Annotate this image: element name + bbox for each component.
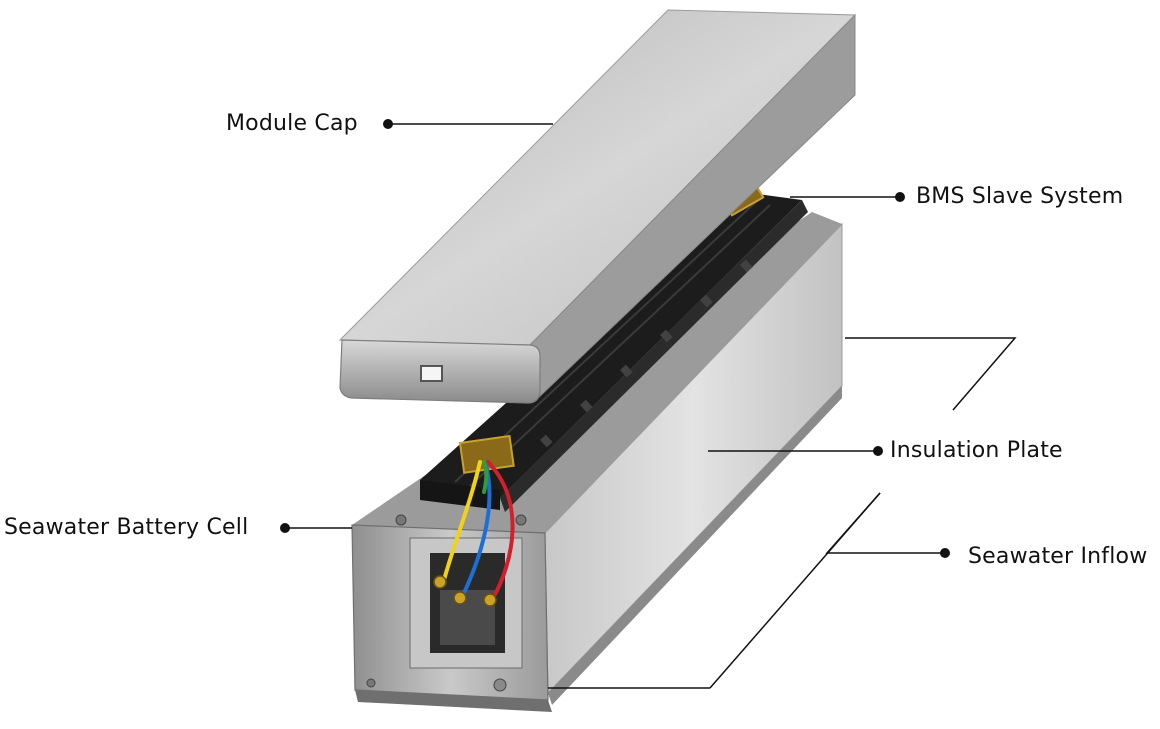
- wire-harness: [442, 460, 515, 602]
- module-cap: [338, 9, 857, 404]
- insulation-plate-label: Insulation Plate: [890, 438, 1063, 463]
- bms-slave-board: [420, 192, 802, 498]
- leader-lines: [280, 119, 1017, 689]
- bms-slave-system-label: BMS Slave System: [916, 184, 1124, 209]
- bms-cell-stack: [420, 178, 808, 512]
- insulation-plate-dot: [873, 446, 883, 456]
- ring-terminals: [433, 575, 497, 607]
- cell-tabs: [539, 259, 753, 448]
- cap-slot: [420, 365, 443, 382]
- seawater-inflow-dot: [940, 548, 950, 558]
- bms-dot: [895, 192, 905, 202]
- seawater-battery-cell-label: Seawater Battery Cell: [4, 515, 249, 540]
- module-cap-dot: [383, 119, 393, 129]
- battery-cell-dot: [280, 523, 290, 533]
- seawater-inflow-label: Seawater Inflow: [968, 544, 1148, 569]
- module-cap-label: Module Cap: [226, 111, 358, 136]
